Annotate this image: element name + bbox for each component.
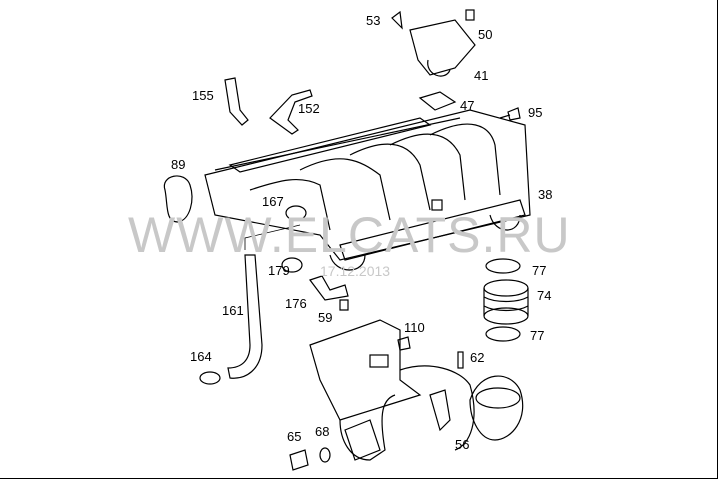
callout-77-upper[interactable]: 77 [532, 263, 547, 278]
callout-59[interactable]: 59 [318, 310, 333, 325]
callout-176[interactable]: 176 [285, 296, 307, 311]
bolt-110 [397, 336, 411, 351]
clamp-164 [199, 371, 221, 385]
callout-77-lower[interactable]: 77 [530, 328, 545, 343]
pin-62 [457, 351, 464, 369]
callout-41[interactable]: 41 [474, 68, 489, 83]
clamp-77-lower [485, 326, 521, 342]
throttle-housing-41 [409, 19, 476, 76]
washer-68 [319, 447, 331, 463]
callout-47[interactable]: 47 [460, 98, 475, 113]
fitting-65 [289, 449, 309, 471]
gasket-89 [163, 175, 193, 223]
watermark: WWW.ELCATS.RU [128, 207, 571, 263]
callout-65[interactable]: 65 [287, 429, 302, 444]
callout-161[interactable]: 161 [222, 303, 244, 318]
cap-53 [391, 10, 403, 30]
bolt-95 [499, 107, 521, 121]
sensor-50 [465, 9, 475, 21]
clamp-179 [281, 257, 303, 273]
callout-38[interactable]: 38 [538, 187, 553, 202]
intake-manifold [204, 109, 531, 271]
hose-161 [227, 254, 263, 379]
callout-155[interactable]: 155 [192, 88, 214, 103]
hose-74 [483, 279, 529, 325]
callout-95[interactable]: 95 [528, 105, 543, 120]
frame-right [717, 0, 718, 478]
air-intake-56 [309, 319, 524, 461]
clamp-167 [285, 205, 307, 221]
date-stamp: 17.12.2013 [320, 263, 391, 279]
screw-59 [339, 299, 349, 311]
callout-50[interactable]: 50 [478, 27, 493, 42]
callout-53[interactable]: 53 [366, 13, 381, 28]
clamp-77-upper [485, 258, 521, 274]
elbow-176 [309, 275, 349, 301]
callout-164[interactable]: 164 [190, 349, 212, 364]
callout-56[interactable]: 56 [455, 437, 470, 452]
filter-cylinder [344, 419, 381, 461]
callout-179[interactable]: 179 [268, 263, 290, 278]
callout-74[interactable]: 74 [537, 288, 552, 303]
callout-110[interactable]: 110 [404, 320, 425, 335]
callout-167[interactable]: 167 [262, 194, 284, 209]
callout-68[interactable]: 68 [315, 424, 330, 439]
bracket-152 [269, 89, 313, 135]
callout-89[interactable]: 89 [171, 157, 186, 172]
callout-152[interactable]: 152 [298, 101, 320, 116]
bracket-155 [224, 77, 249, 126]
callout-62[interactable]: 62 [470, 350, 485, 365]
frame-bottom [0, 478, 718, 479]
gasket-47 [418, 91, 457, 111]
